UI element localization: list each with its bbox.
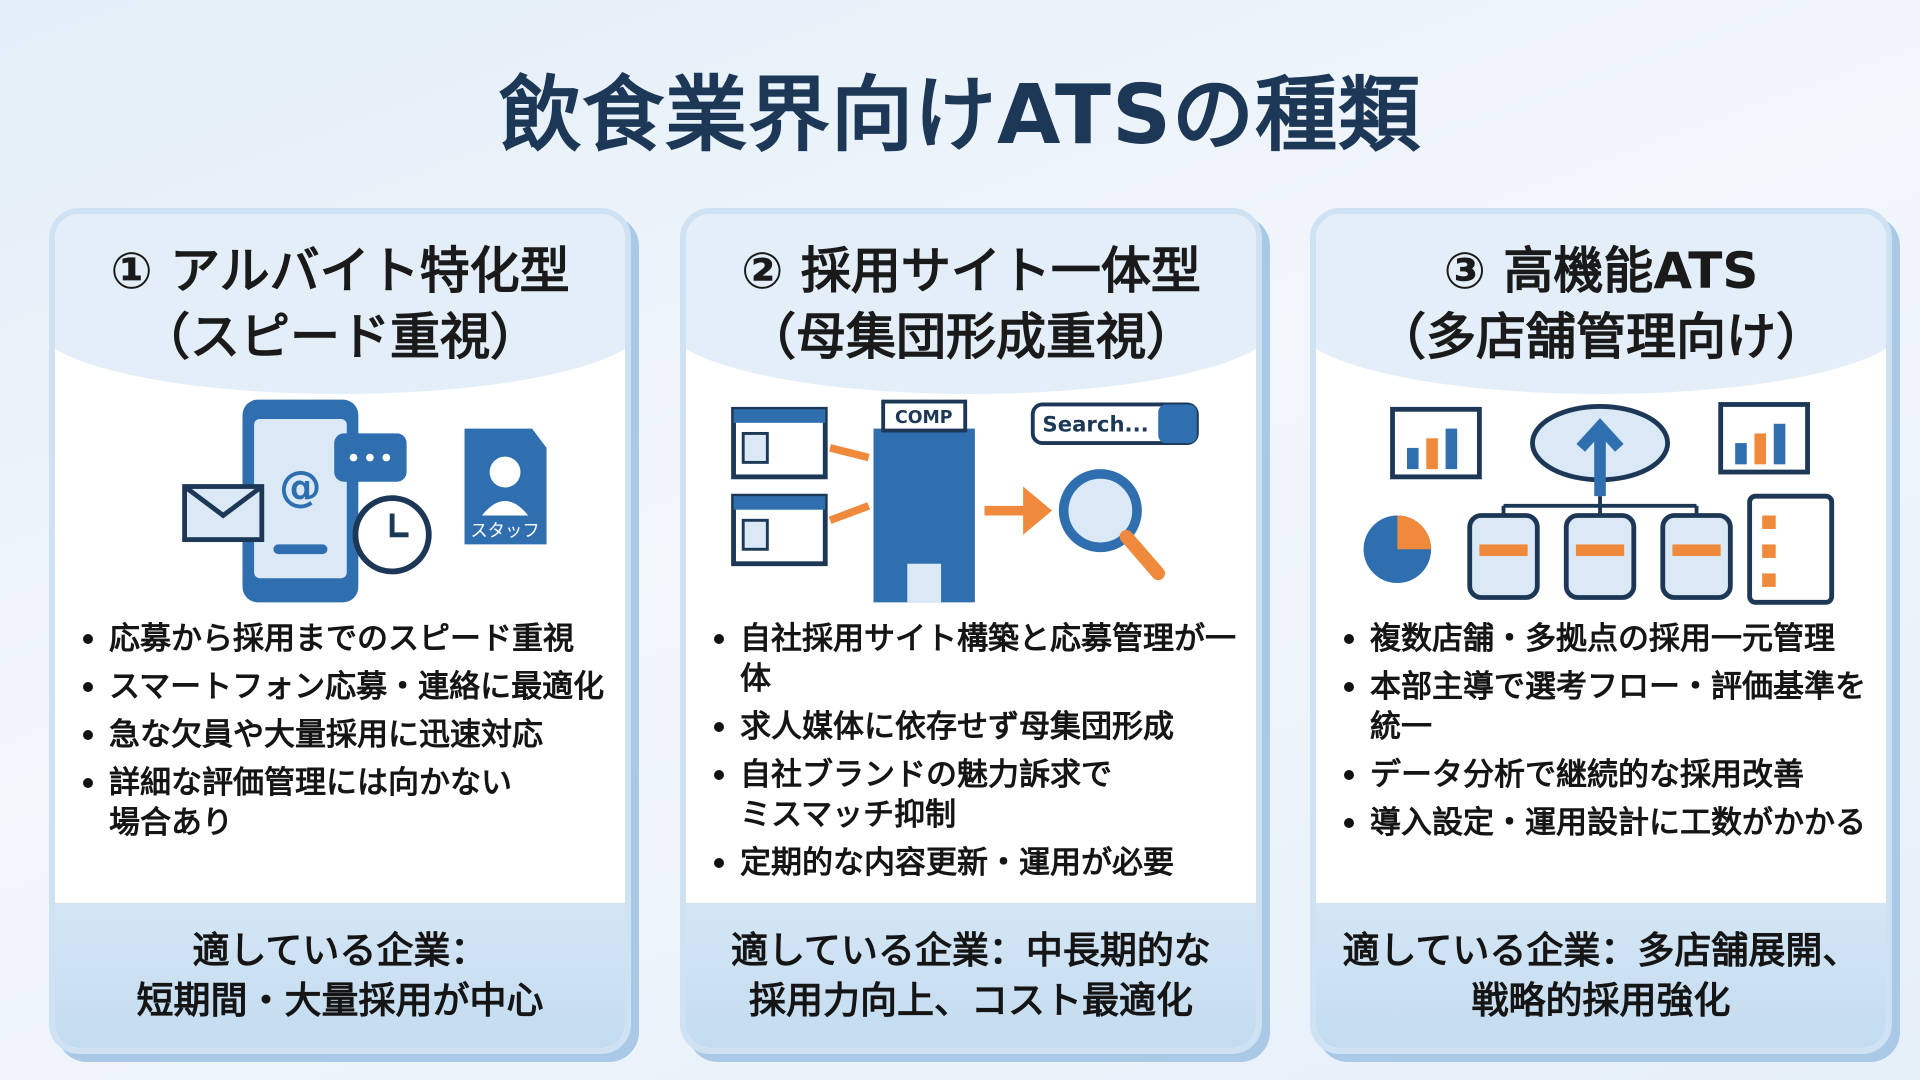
envelope-icon — [182, 484, 265, 543]
list-item: 自社ブランドの魅力訴求でミスマッチ抑制 — [708, 755, 1250, 835]
checklist-icon — [1747, 493, 1835, 605]
suitable-company: 適している企業：多店舗展開、戦略的採用強化 — [1316, 903, 1886, 1048]
list-item: 詳細な評価管理には向かない場合あり — [77, 763, 619, 843]
feature-list: 応募から採用までのスピード重視 スマートフォン応募・連絡に最適化 急な欠員や大量… — [77, 619, 619, 851]
card-heading: ② 採用サイト一体型（母集団形成重視） — [741, 242, 1201, 366]
card-header — [686, 214, 1256, 394]
recruit-site-illustration: COMP Search... — [686, 390, 1256, 612]
suitable-company: 適している企業：短期間・大量採用が中心 — [55, 903, 625, 1048]
store-icon — [1563, 513, 1637, 600]
search-box-icon: Search... — [1030, 402, 1199, 446]
card-header — [1316, 214, 1886, 394]
card-part-time: ① アルバイト特化型（スピード重視） @ スタッフ 応募から採用までのスピード重… — [49, 208, 631, 1054]
smartphone-icon: @ — [242, 399, 359, 603]
chart-icon — [1718, 402, 1810, 475]
svg-text:スタッフ: スタッフ — [470, 522, 539, 542]
card-advanced-ats: ③ 高機能ATS（多店舗管理向け） 複数店舗・多拠点の採用一元管理 本部主導で選… — [1310, 208, 1892, 1054]
building-icon: COMP — [873, 399, 975, 603]
card-recruit-site: ② 採用サイト一体型（母集団形成重視） COMP Search... 自社採用サ… — [680, 208, 1262, 1054]
chat-bubble-icon — [334, 433, 407, 482]
list-item: 急な欠員や大量採用に迅速対応 — [77, 715, 619, 755]
svg-text:@: @ — [279, 463, 321, 512]
profile-page-icon — [731, 406, 828, 480]
magnifier-icon — [1058, 469, 1166, 581]
list-item: 導入設定・運用設計に工数がかかる — [1338, 803, 1880, 843]
list-item: スマートフォン応募・連絡に最適化 — [77, 667, 619, 707]
list-item: 本部主導で選考フロー・評価基準を統一 — [1338, 667, 1880, 747]
card-heading: ③ 高機能ATS（多店舗管理向け） — [1376, 242, 1826, 366]
store-icon — [1467, 513, 1540, 600]
smartphone-illustration: @ スタッフ — [55, 390, 625, 612]
list-item: 応募から採用までのスピード重視 — [77, 619, 619, 659]
suitable-company: 適している企業：中長期的な採用力向上、コスト最適化 — [686, 903, 1256, 1048]
svg-text:Search...: Search... — [1042, 413, 1148, 438]
card-header — [55, 214, 625, 394]
profile-page-icon — [731, 493, 828, 567]
store-icon — [1660, 513, 1733, 600]
staff-tag-icon: スタッフ — [464, 428, 547, 545]
pie-chart-icon — [1363, 515, 1432, 584]
arrow-icon — [828, 444, 871, 524]
feature-list: 複数店舗・多拠点の採用一元管理 本部主導で選考フロー・評価基準を統一 データ分析… — [1338, 619, 1880, 851]
chart-icon — [1390, 406, 1482, 480]
cloud-upload-icon — [1530, 403, 1671, 497]
svg-text:COMP: COMP — [895, 408, 953, 428]
list-item: データ分析で継続的な採用改善 — [1338, 755, 1880, 795]
card-heading: ① アルバイト特化型（スピード重視） — [110, 242, 570, 366]
list-item: 複数店舗・多拠点の採用一元管理 — [1338, 619, 1880, 659]
page-title: 飲食業界向けATSの種類 — [498, 68, 1422, 163]
list-item: 自社採用サイト構築と応募管理が一体 — [708, 619, 1250, 699]
feature-list: 自社採用サイト構築と応募管理が一体 求人媒体に依存せず母集団形成 自社ブランドの… — [708, 619, 1250, 891]
multi-store-illustration — [1316, 390, 1886, 612]
clock-icon — [352, 495, 432, 575]
list-item: 定期的な内容更新・運用が必要 — [708, 843, 1250, 883]
list-item: 求人媒体に依存せず母集団形成 — [708, 707, 1250, 747]
arrow-right-icon — [984, 486, 1053, 535]
